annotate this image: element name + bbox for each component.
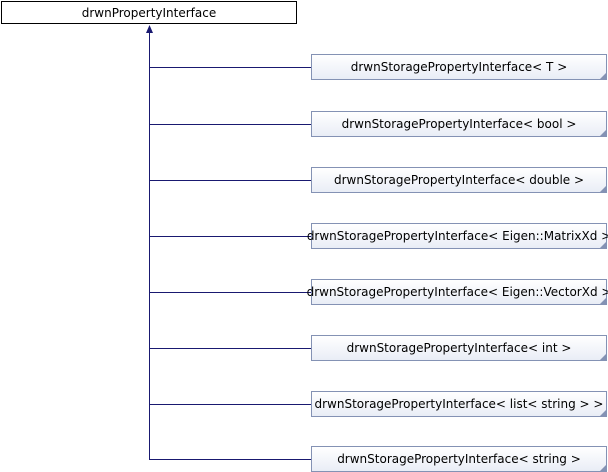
derived-class-node[interactable]: drwnStoragePropertyInterface< string > [311,446,607,472]
derived-class-node[interactable]: drwnStoragePropertyInterface< Eigen::Mat… [307,223,608,249]
derived-class-node[interactable]: drwnStoragePropertyInterface< T > [311,54,607,80]
derived-class-label: drwnStoragePropertyInterface< Eigen::Mat… [306,229,608,243]
fold-corner-icon [600,354,606,360]
fold-corner-icon [600,130,606,136]
derived-class-node[interactable]: drwnStoragePropertyInterface< int > [311,335,607,361]
inheritance-arrowhead-icon [146,25,153,33]
fold-corner-icon [600,186,606,192]
fold-corner-icon [600,298,606,304]
derived-class-label: drwnStoragePropertyInterface< list< stri… [314,397,604,411]
derived-class-node[interactable]: drwnStoragePropertyInterface< double > [311,167,607,193]
derived-class-label: drwnStoragePropertyInterface< bool > [341,117,577,131]
fold-corner-icon [600,73,606,79]
fold-corner-icon [600,410,606,416]
base-class-node[interactable]: drwnPropertyInterface [1,1,297,24]
derived-class-node[interactable]: drwnStoragePropertyInterface< list< stri… [311,391,607,417]
derived-class-label: drwnStoragePropertyInterface< T > [350,60,568,74]
derived-class-label: drwnStoragePropertyInterface< Eigen::Vec… [306,285,608,299]
base-class-label: drwnPropertyInterface [81,5,217,20]
derived-class-label: drwnStoragePropertyInterface< string > [337,452,581,466]
derived-class-label: drwnStoragePropertyInterface< double > [333,173,585,187]
fold-corner-icon [600,242,606,248]
derived-class-label: drwnStoragePropertyInterface< int > [346,341,572,355]
derived-class-node[interactable]: drwnStoragePropertyInterface< Eigen::Vec… [307,279,608,305]
fold-corner-icon [600,465,606,471]
derived-class-node[interactable]: drwnStoragePropertyInterface< bool > [311,111,607,137]
